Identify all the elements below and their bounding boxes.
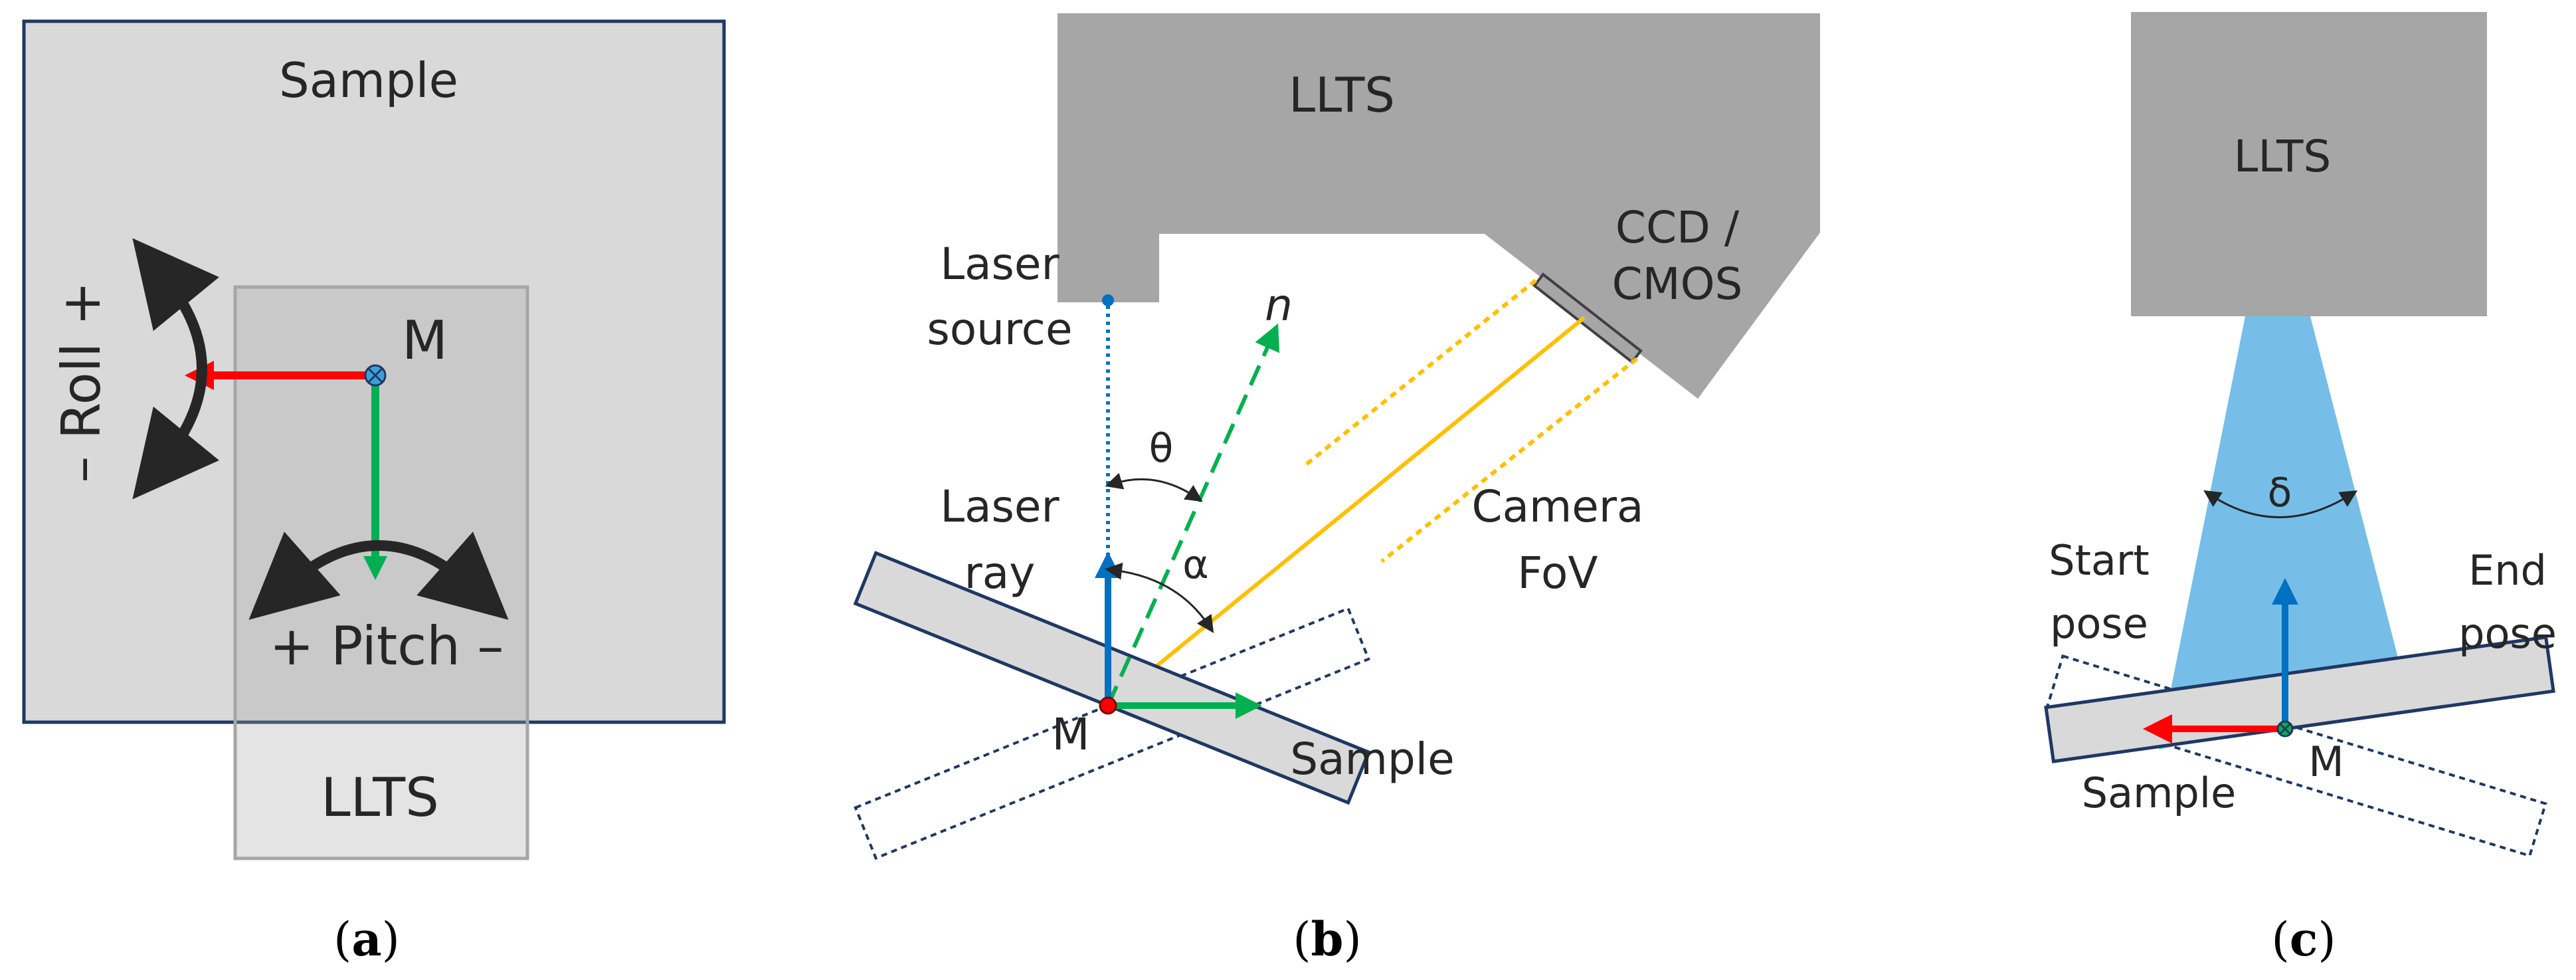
laser-ray-line1: Laser [940, 481, 1059, 532]
roll-label: – Roll + [50, 281, 112, 482]
theta-arc [1105, 472, 1203, 502]
sample-label: Sample [279, 52, 458, 108]
point-label: M [2308, 737, 2344, 786]
panel-c: LLTS δ Start pose End pose M Sample (c) [2044, 12, 2557, 967]
origin-point [364, 364, 387, 387]
alpha-label: α [1182, 541, 1209, 588]
llts-label: LLTS [2234, 131, 2332, 182]
caption-a: (a) [333, 912, 400, 967]
llts-label: LLTS [1289, 67, 1395, 123]
roll-arc [132, 238, 219, 500]
svg-text:(b): (b) [1293, 912, 1362, 967]
sensor-label-line1: CCD / [1615, 202, 1740, 253]
origin-point [1099, 696, 1117, 715]
laser-ray-line2: ray [965, 547, 1036, 599]
point-label: M [1052, 709, 1090, 760]
laser-source-line2: source [927, 304, 1072, 355]
laser-source-point [1102, 294, 1114, 306]
start-pose-line1: Start [2049, 536, 2149, 585]
normal-vector [1106, 323, 1280, 707]
pitch-label: + Pitch – [270, 615, 504, 677]
origin-point [2276, 720, 2294, 737]
camera-fov-edge-upper [1304, 278, 1537, 467]
laser-source-line1: Laser [940, 239, 1059, 290]
sample-label: Sample [1290, 734, 1454, 785]
caption-b: (b) [1293, 912, 1362, 967]
camera-fov-edge-lower [1380, 357, 1638, 563]
caption-letter: b [1311, 912, 1344, 967]
panel-a: Sample LLTS M – Roll + + Pitch – (a) [22, 19, 726, 967]
camera-ray [1107, 316, 1586, 708]
llts-body [1058, 13, 1820, 399]
caption-letter: a [351, 912, 381, 967]
svg-text:(a): (a) [333, 912, 400, 967]
panel-b: LLTS CCD / CMOS Laser source n θ α Laser… [853, 13, 1820, 967]
sample-label: Sample [2082, 769, 2236, 817]
theta-label: θ [1149, 425, 1174, 472]
pitch-arc [248, 532, 509, 620]
delta-label: δ [2268, 470, 2292, 516]
caption-letter: c [2290, 912, 2318, 967]
end-pose-line2: pose [2458, 609, 2557, 658]
alpha-arc [1105, 562, 1214, 633]
svg-text:(c): (c) [2271, 912, 2336, 967]
delta-arc [2203, 490, 2358, 518]
caption-c: (c) [2271, 912, 2336, 967]
camera-fov-line2: FoV [1517, 547, 1598, 599]
normal-label: n [1265, 280, 1293, 331]
laser-fan [2159, 316, 2409, 749]
camera-fov-line1: Camera [1471, 481, 1643, 532]
llts-label: LLTS [321, 767, 439, 829]
sample-tilted-alt [2045, 654, 2547, 858]
point-label: M [402, 310, 448, 371]
end-pose-line1: End [2468, 546, 2547, 595]
sensor-label-line2: CMOS [1612, 258, 1743, 310]
llts-body [2131, 12, 2487, 316]
start-pose-line2: pose [2050, 599, 2148, 648]
